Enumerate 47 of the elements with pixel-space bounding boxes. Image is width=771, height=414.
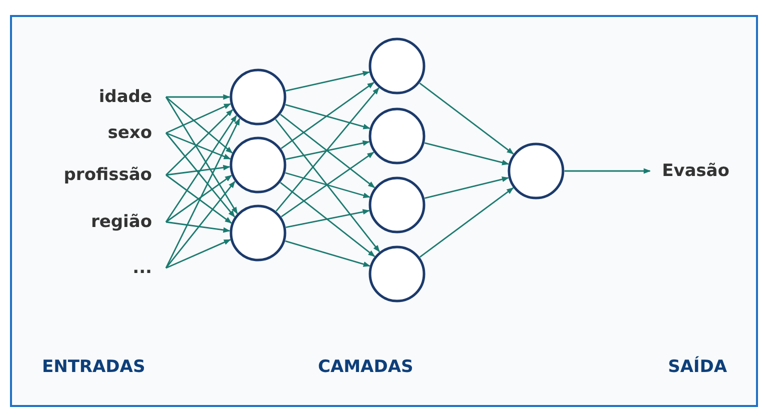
arrow	[564, 168, 651, 174]
arrow	[419, 82, 514, 154]
node-text: ...	[132, 258, 152, 278]
arrow	[165, 115, 237, 222]
arrow	[165, 118, 240, 268]
arrow	[285, 104, 370, 130]
arrow	[166, 221, 230, 233]
arrow	[166, 132, 231, 160]
arrow	[276, 87, 380, 212]
arrow	[166, 109, 234, 176]
arrow	[286, 209, 370, 228]
arrow	[285, 172, 370, 198]
arrow	[280, 114, 376, 188]
arrow	[166, 96, 233, 154]
neuron-circle	[507, 142, 565, 200]
arrow	[165, 180, 236, 268]
column-heading: SAÍDA	[668, 357, 727, 377]
neuron-circle	[368, 37, 426, 95]
node-text: Evasão	[662, 161, 730, 181]
arrow	[285, 240, 370, 267]
arrow	[280, 82, 374, 150]
arrow	[286, 70, 370, 92]
column-heading: ENTRADAS	[42, 357, 146, 377]
arrow	[280, 152, 374, 218]
neuron-circle	[368, 176, 426, 234]
neuron-circle	[368, 107, 426, 165]
node-text: sexo	[108, 123, 152, 143]
arrow	[280, 182, 376, 257]
neuron-circle	[229, 136, 287, 194]
arrow	[424, 142, 510, 166]
arrow	[166, 94, 230, 100]
node-text: região	[90, 212, 152, 232]
arrow	[424, 176, 509, 199]
neuron-circle	[368, 245, 426, 303]
arrow	[419, 187, 514, 258]
column-heading: CAMADAS	[318, 357, 414, 377]
node-text: profissão	[64, 165, 152, 185]
arrow	[166, 239, 231, 269]
arrow	[275, 118, 380, 252]
arrow	[166, 103, 231, 134]
arrow	[165, 132, 236, 218]
arrow	[286, 140, 370, 160]
neuron-circle	[229, 204, 287, 262]
arrow	[165, 96, 238, 214]
arrow	[166, 164, 230, 176]
neuron-circle	[229, 68, 287, 126]
node-text: idade	[98, 87, 152, 107]
